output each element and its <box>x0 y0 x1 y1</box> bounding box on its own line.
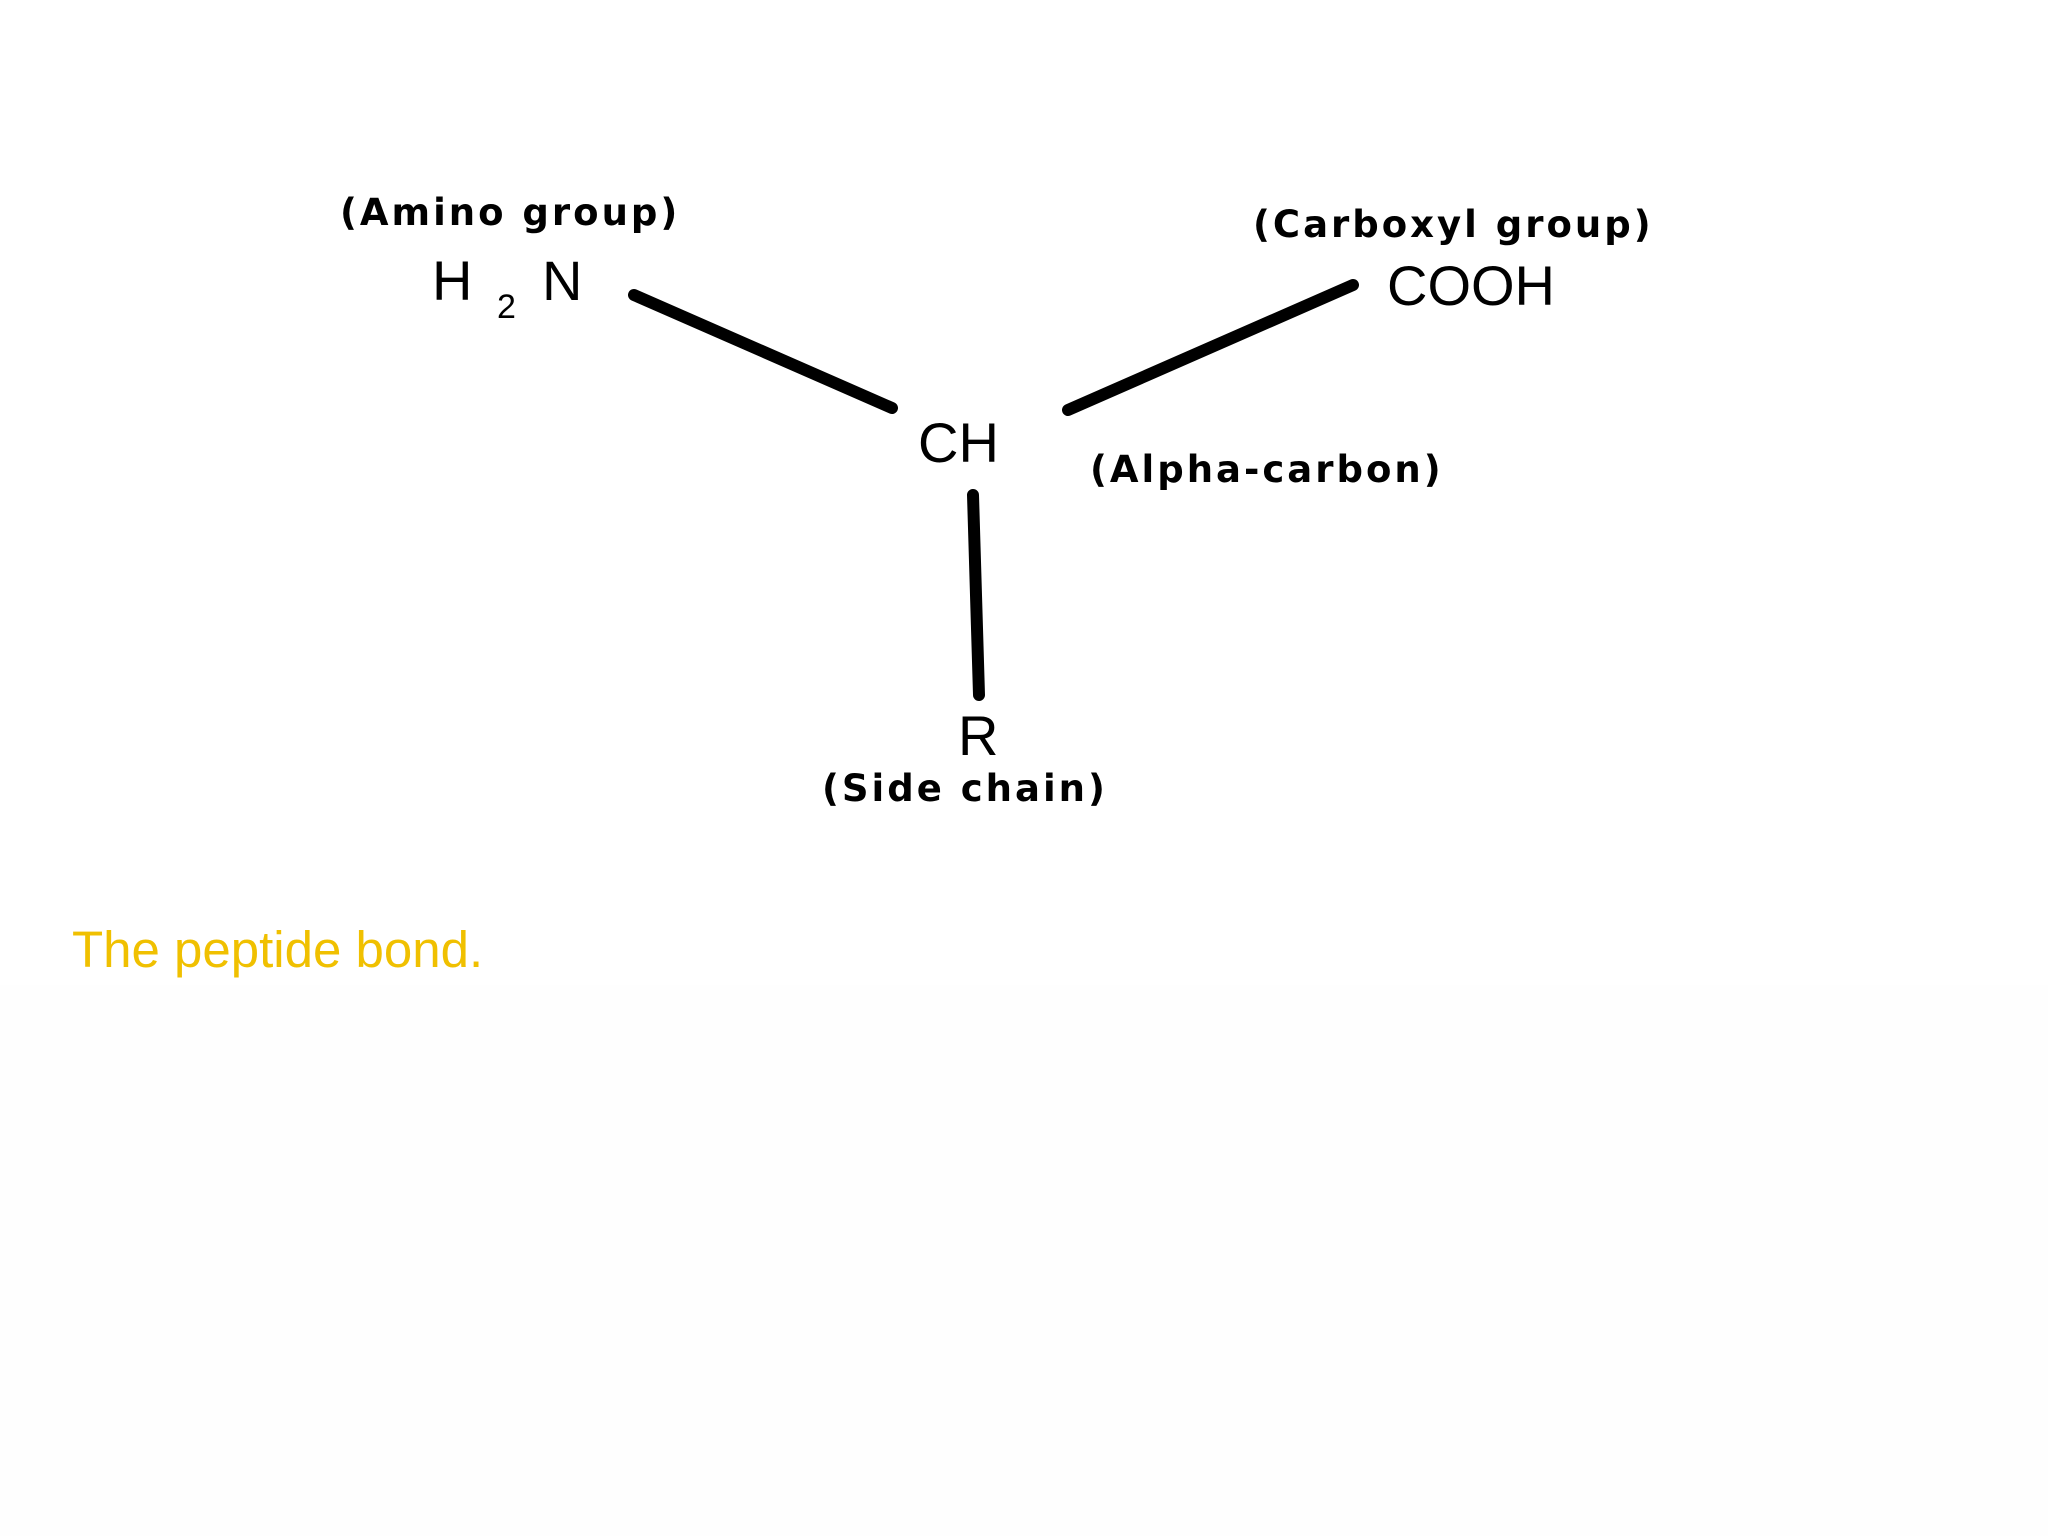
carboxyl-group-label: (Carboxyl group) <box>1253 203 1654 246</box>
side-chain-label: (Side chain) <box>822 767 1108 810</box>
side-chain-bond-line <box>967 489 985 701</box>
side-chain-formula: R <box>958 704 998 767</box>
amino-formula-subscript: 2 <box>497 288 516 326</box>
slide-caption: The peptide bond. <box>72 921 484 978</box>
alpha-carbon-formula: CH <box>918 411 999 474</box>
lower-panel <box>0 985 2048 1536</box>
alpha-carbon-label: (Alpha-carbon) <box>1090 448 1444 491</box>
amino-bond-line <box>628 289 898 414</box>
amino-formula-h: H <box>432 249 472 312</box>
carboxyl-bond-line <box>1062 279 1359 416</box>
carboxyl-formula: COOH <box>1387 254 1555 317</box>
amino-group-label: (Amino group) <box>340 191 680 234</box>
amino-formula-n: N <box>542 249 582 312</box>
